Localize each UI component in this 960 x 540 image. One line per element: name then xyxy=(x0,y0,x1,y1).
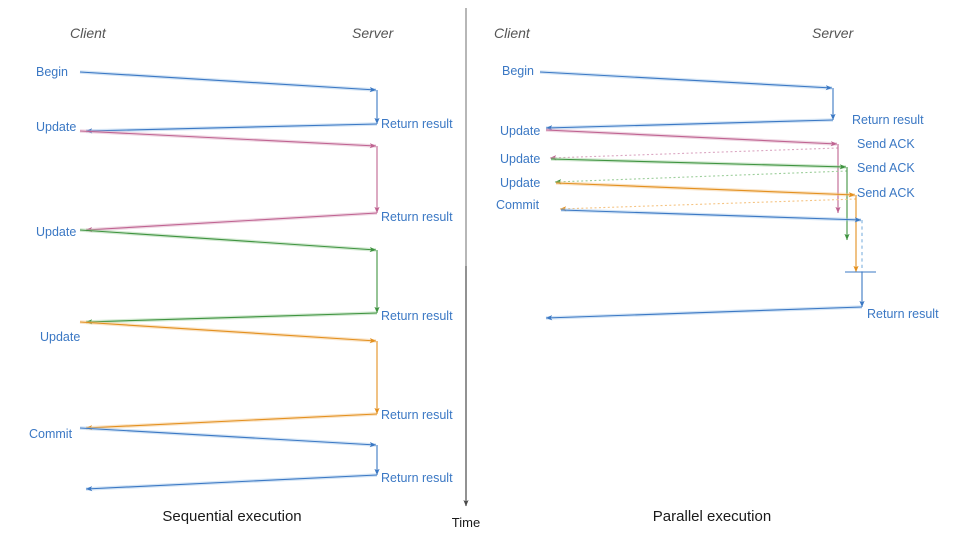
left-update2-arrow xyxy=(79,229,377,253)
left-commit-return-label: Return result xyxy=(381,471,453,485)
left-begin-label: Begin xyxy=(36,65,68,79)
right-commit-return-arrow xyxy=(545,306,863,321)
left-actor-server: Server xyxy=(352,25,395,41)
right-actor-server: Server xyxy=(812,25,855,41)
right-update1-ack-label: Send ACK xyxy=(857,137,915,151)
right-update3-label: Update xyxy=(500,176,540,190)
left-update2-return-arrow xyxy=(85,312,378,325)
right-commit-label: Commit xyxy=(496,198,540,212)
right-update2-ack-label: Send ACK xyxy=(857,161,915,175)
left-update2-return-label: Return result xyxy=(381,309,453,323)
panel-parallel: Client Server Begin Return result Update… xyxy=(494,25,939,525)
right-update1-ack-arrow xyxy=(549,147,839,161)
left-update3-label: Update xyxy=(40,330,80,344)
left-update3-return-arrow xyxy=(85,413,378,431)
right-update2-ack-arrow xyxy=(554,170,848,185)
right-actor-client: Client xyxy=(494,25,531,41)
left-begin-arrow xyxy=(79,71,377,93)
left-update1-label: Update xyxy=(36,120,76,134)
left-panel-caption: Sequential execution xyxy=(162,508,301,525)
right-begin-return-label: Return result xyxy=(852,113,924,127)
left-commit-arrow xyxy=(79,427,377,448)
left-update2-label: Update xyxy=(36,225,76,239)
right-update2-label: Update xyxy=(500,152,540,166)
right-panel-caption: Parallel execution xyxy=(653,508,771,525)
time-axis-label: Time xyxy=(452,515,480,530)
left-begin-return-label: Return result xyxy=(381,117,453,131)
right-update3-ack-label: Send ACK xyxy=(857,186,915,200)
right-update2-arrow xyxy=(550,158,847,170)
panel-sequential: Client Server Begin Return result Update… xyxy=(29,25,453,525)
left-actor-client: Client xyxy=(70,25,107,41)
left-begin-return-arrow xyxy=(85,123,378,134)
right-commit-arrow xyxy=(560,209,862,223)
left-commit-label: Commit xyxy=(29,427,73,441)
right-begin-return-arrow xyxy=(545,119,834,131)
left-update1-return-label: Return result xyxy=(381,210,453,224)
right-update1-arrow xyxy=(545,129,838,147)
left-update1-arrow xyxy=(79,130,377,149)
right-update1-label: Update xyxy=(500,124,540,138)
left-update1-return-arrow xyxy=(85,212,378,233)
right-begin-arrow xyxy=(539,71,833,91)
left-commit-return-arrow xyxy=(85,474,378,492)
right-update3-ack-arrow xyxy=(559,198,857,212)
left-update3-arrow xyxy=(79,321,377,344)
left-update3-return-label: Return result xyxy=(381,408,453,422)
right-begin-label: Begin xyxy=(502,64,534,78)
right-update3-arrow xyxy=(555,182,856,198)
right-commit-return-label: Return result xyxy=(867,307,939,321)
